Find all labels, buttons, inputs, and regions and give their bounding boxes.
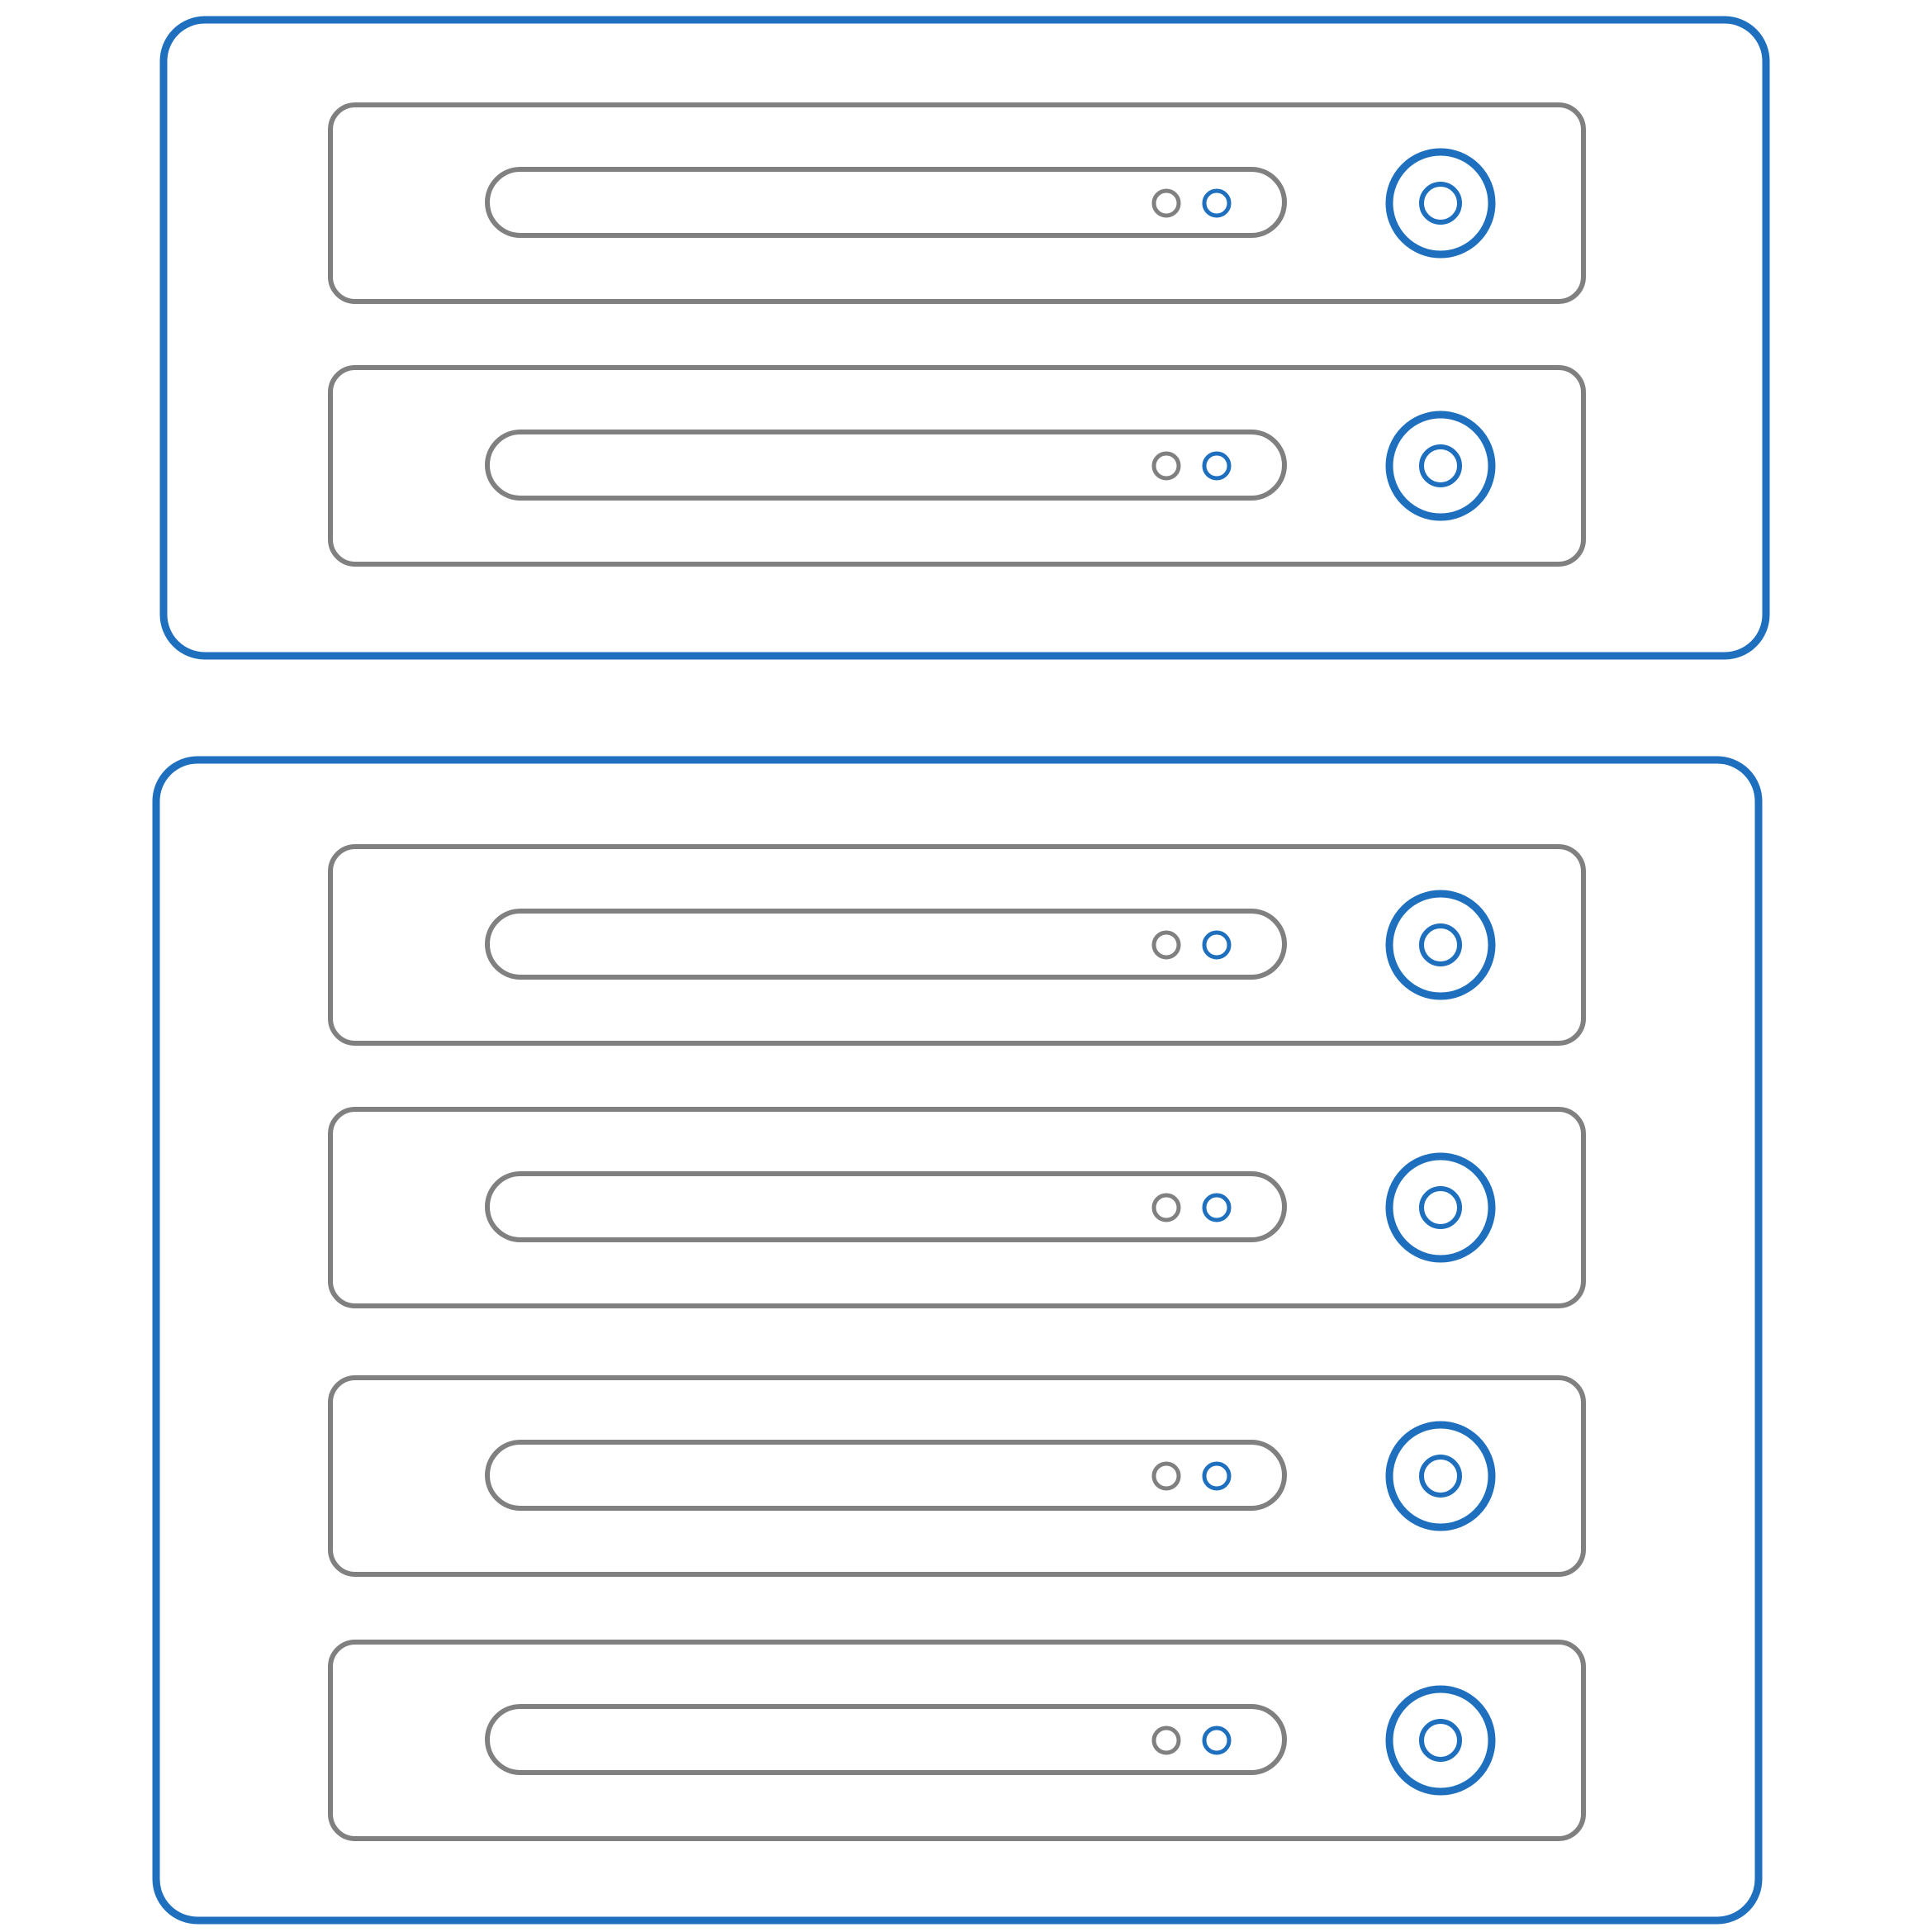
drive-bay-icon [328,844,1586,1046]
status-led-icon [1151,451,1181,481]
power-button-core [1419,1719,1462,1762]
drive-frame [328,1640,1586,1841]
drive-frame [328,102,1586,304]
status-led-icon [1151,1461,1181,1491]
power-button-ring [1385,1685,1496,1796]
drive-bay-icon [328,102,1586,304]
status-led-icon [1202,1726,1232,1755]
status-led-icon [1151,1193,1181,1222]
drive-bay-icon [328,1107,1586,1308]
drive-slot [485,1704,1287,1775]
power-button-icon [1385,1421,1496,1531]
drive-slot [485,167,1287,238]
drive-slot [485,430,1287,501]
power-button-ring [1385,890,1496,1000]
drive-bay-icon [328,365,1586,567]
status-led-icon [1151,188,1181,218]
status-led-icon [1202,188,1232,218]
power-button-icon [1385,148,1496,259]
drive-frame [328,1107,1586,1308]
power-button-icon [1385,1685,1496,1796]
status-led-icon [1151,1726,1181,1755]
status-led-icon [1202,1193,1232,1222]
power-button-core [1419,1455,1462,1498]
drive-frame [328,844,1586,1046]
server-enclosure-icon [152,756,1763,1925]
power-button-core [1419,182,1462,225]
power-button-ring [1385,411,1496,521]
power-button-ring [1385,1421,1496,1531]
drive-slot [485,1440,1287,1511]
enclosure-frame [159,16,1770,660]
power-button-core [1419,1186,1462,1229]
server-enclosure-icon [159,16,1770,660]
status-led-icon [1202,930,1232,960]
drive-slot [485,909,1287,980]
power-button-icon [1385,1152,1496,1263]
status-led-icon [1202,451,1232,481]
drive-frame [328,1375,1586,1577]
power-button-icon [1385,890,1496,1000]
power-button-ring [1385,148,1496,259]
power-button-ring [1385,1152,1496,1263]
power-button-icon [1385,411,1496,521]
enclosure-frame [152,756,1763,1925]
drive-slot [485,1171,1287,1242]
drive-bay-icon [328,1640,1586,1841]
power-button-core [1419,923,1462,966]
status-led-icon [1151,930,1181,960]
drive-frame [328,365,1586,567]
status-led-icon [1202,1461,1232,1491]
drive-bay-icon [328,1375,1586,1577]
power-button-core [1419,444,1462,487]
